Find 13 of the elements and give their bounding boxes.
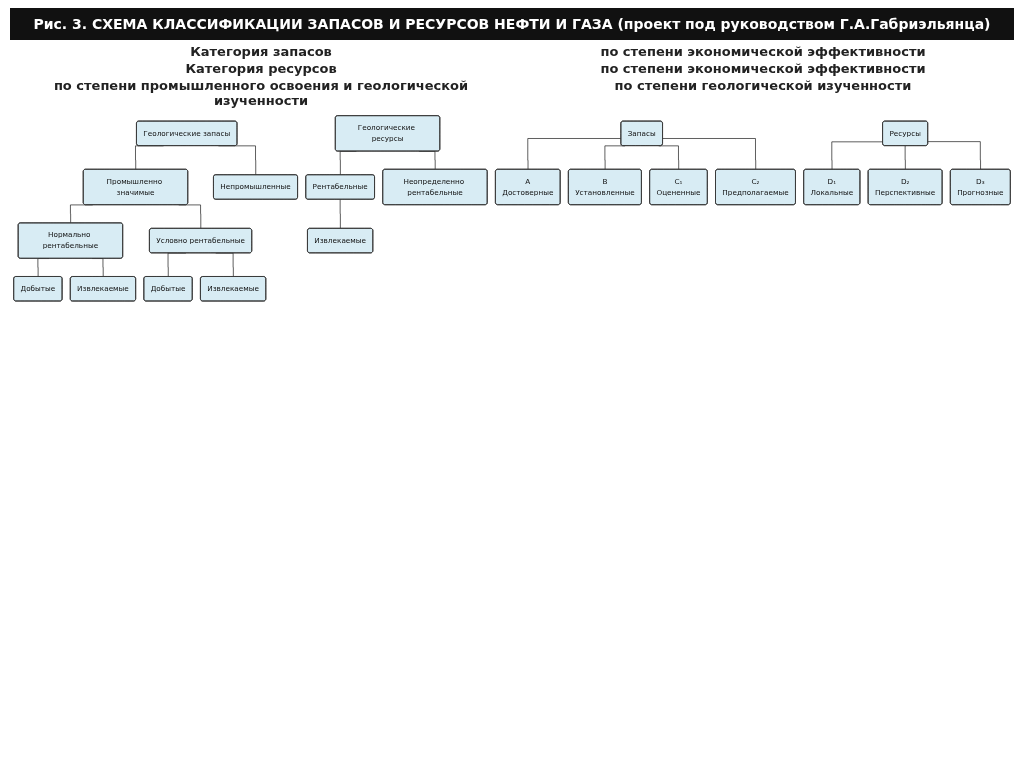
connector [662, 138, 757, 170]
connector [904, 145, 906, 170]
connector [339, 199, 341, 229]
connector [831, 141, 884, 170]
section-heading: по степени геологической изученности [614, 78, 912, 95]
section-heading: Категория запасов [190, 44, 332, 59]
section-heading: Категория ресурсов [185, 61, 337, 76]
section-heading: по степени экономической эффективности [600, 61, 926, 76]
connector [927, 141, 981, 170]
section-heading: по степени промышленного освоения и геологической изученности [52, 78, 470, 108]
title-bar: Рис. 3. СХЕМА КЛАССИФИКАЦИИ ЗАПАСОВ И РЕСУРСОВ НЕФТИ И ГАЗА (проект под руководством Г.А.Габриэльянца) [10, 8, 1014, 40]
section-heading: по степени экономической эффективности [600, 44, 926, 59]
connector [527, 138, 622, 170]
